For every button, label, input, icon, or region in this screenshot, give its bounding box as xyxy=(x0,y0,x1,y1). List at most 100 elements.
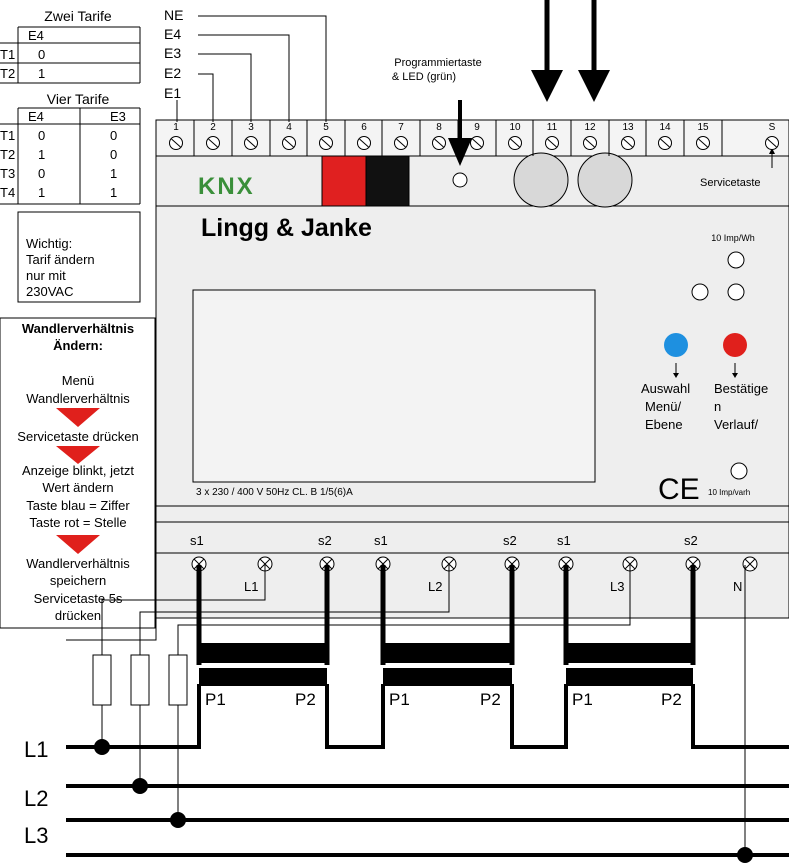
terminal-screw-icon xyxy=(508,136,522,150)
s2-label-1: s2 xyxy=(318,533,332,548)
big-button-right[interactable] xyxy=(577,152,633,208)
terminal-screw-icon xyxy=(583,136,597,150)
input-label-e1: E1 xyxy=(164,85,181,101)
arrow-11-head xyxy=(531,70,563,102)
blue-label-2: Menü/ xyxy=(645,399,682,414)
terminal-screw-icon xyxy=(621,136,635,150)
step-arrow-3 xyxy=(56,535,100,554)
led-ring-2 xyxy=(727,283,745,301)
fuse-l2 xyxy=(130,654,150,706)
top-terminal-number: S xyxy=(769,122,776,133)
transformer-2 xyxy=(383,643,512,663)
input-label-ne: NE xyxy=(164,7,183,23)
p1-label-1: P1 xyxy=(205,690,226,709)
ce-mark: CE xyxy=(658,473,700,506)
terminal-screw-icon xyxy=(206,136,220,150)
s2-label-2: s2 xyxy=(503,533,517,548)
top-terminal-number: 13 xyxy=(622,122,634,133)
blue-button-arrow-head xyxy=(673,373,679,378)
wandler-step3-line: Taste blau = Ziffer xyxy=(26,498,130,513)
wire-e3 xyxy=(198,53,252,122)
top-terminal-number: 6 xyxy=(361,122,367,133)
tap-label-l2: L2 xyxy=(428,579,442,594)
wandler-title-line: Wandlerverhältnis xyxy=(22,321,134,336)
step-arrow-1 xyxy=(56,408,100,427)
wire-ne xyxy=(198,15,327,122)
important-note-line: nur mit xyxy=(26,268,66,283)
terminal-screw-icon xyxy=(470,136,484,150)
p2-label-2: P2 xyxy=(480,690,501,709)
phase-label-l3: L3 xyxy=(24,823,48,848)
servicetaste-label: Servicetaste xyxy=(700,177,761,189)
tariffs-four-row-e4: 0 xyxy=(38,128,45,143)
connector-black xyxy=(365,155,410,207)
programming-led[interactable] xyxy=(452,172,468,188)
top-terminal-number: 3 xyxy=(248,122,254,133)
tariffs-two-row1-label: T1 xyxy=(0,47,15,62)
tariffs-four-row-e3: 1 xyxy=(110,185,117,200)
terminal-cross-icon xyxy=(742,556,758,572)
terminal-screw-icon xyxy=(432,136,446,150)
junction-n xyxy=(737,847,753,863)
input-label-e2: E2 xyxy=(164,65,181,81)
transformer-3-core xyxy=(566,668,693,686)
top-terminal-number: 7 xyxy=(398,122,404,133)
red-button-arrow-head xyxy=(732,373,738,378)
tariffs-four-header-e3: E3 xyxy=(110,109,126,124)
step-arrow-2 xyxy=(56,446,100,464)
tariffs-four-row-e4: 1 xyxy=(38,147,45,162)
tariffs-four-title: Vier Tarife xyxy=(47,91,110,107)
red-button[interactable] xyxy=(723,333,747,357)
arrow-12-head xyxy=(578,70,610,102)
tap-label-n: N xyxy=(733,579,742,594)
top-terminal-number: 11 xyxy=(547,122,558,133)
wandler-title-line: Ändern: xyxy=(53,338,103,353)
tariffs-four-row-e3: 0 xyxy=(110,128,117,143)
tariffs-two-title: Zwei Tarife xyxy=(44,8,112,24)
top-terminal-number: 15 xyxy=(697,122,709,133)
phase-label-l2: L2 xyxy=(24,786,48,811)
p2-label-3: P2 xyxy=(661,690,682,709)
secondary-leads xyxy=(196,565,696,665)
tariffs-four-header-e4: E4 xyxy=(28,109,44,124)
important-note-line: Wichtig: xyxy=(26,236,72,251)
tariff-table-four xyxy=(0,107,141,205)
wandler-step4-line: Servicetaste 5s xyxy=(34,591,123,606)
red-label-2: n xyxy=(714,399,721,414)
tap-label-l1: L1 xyxy=(244,579,258,594)
fuse-l3 xyxy=(168,654,188,706)
tariffs-four-row-e3: 1 xyxy=(110,166,117,181)
terminal-screw-icon xyxy=(658,136,672,150)
led-wh xyxy=(727,251,745,269)
s2-label-3: s2 xyxy=(684,533,698,548)
terminal-screw-icon xyxy=(357,136,371,150)
terminal-screw-icon xyxy=(319,136,333,150)
terminal-cross-icon xyxy=(441,556,457,572)
wandler-text: WandlerverhältnisÄndern:MenüWandlerverhä… xyxy=(17,321,138,623)
top-terminal-number: 5 xyxy=(323,122,329,133)
tariffs-two-row2-val: 1 xyxy=(38,66,45,81)
tariffs-four-row-label: T3 xyxy=(0,166,15,181)
tariffs-two-row2-label: T2 xyxy=(0,66,15,81)
important-note-line: 230VAC xyxy=(26,284,73,299)
lcd-display xyxy=(192,289,596,483)
imp-wh-label: 10 Imp/Wh xyxy=(711,233,755,243)
wandler-step3-line: Wert ändern xyxy=(42,480,113,495)
imp-varh-label: 10 Imp/varh xyxy=(708,488,750,497)
tariffs-four-row-label: T4 xyxy=(0,185,15,200)
terminal-screw-icon xyxy=(244,136,258,150)
p2-label-1: P2 xyxy=(295,690,316,709)
bottom-terminals xyxy=(191,556,758,572)
wandler-step3-line: Anzeige blinkt, jetzt xyxy=(22,463,134,478)
wandler-step1-line: Wandlerverhältnis xyxy=(26,391,130,406)
terminal-screw-icon xyxy=(765,136,779,150)
top-terminal-number: 9 xyxy=(474,122,480,133)
big-button-left[interactable] xyxy=(513,152,569,208)
blue-button[interactable] xyxy=(664,333,688,357)
junction-l2 xyxy=(132,778,148,794)
transformer-1 xyxy=(199,643,327,663)
wandler-step4-line: speichern xyxy=(50,573,106,588)
tariff-table-two xyxy=(0,26,141,84)
primary-conductors xyxy=(66,684,789,857)
tariffs-four-row-e3: 0 xyxy=(110,147,117,162)
